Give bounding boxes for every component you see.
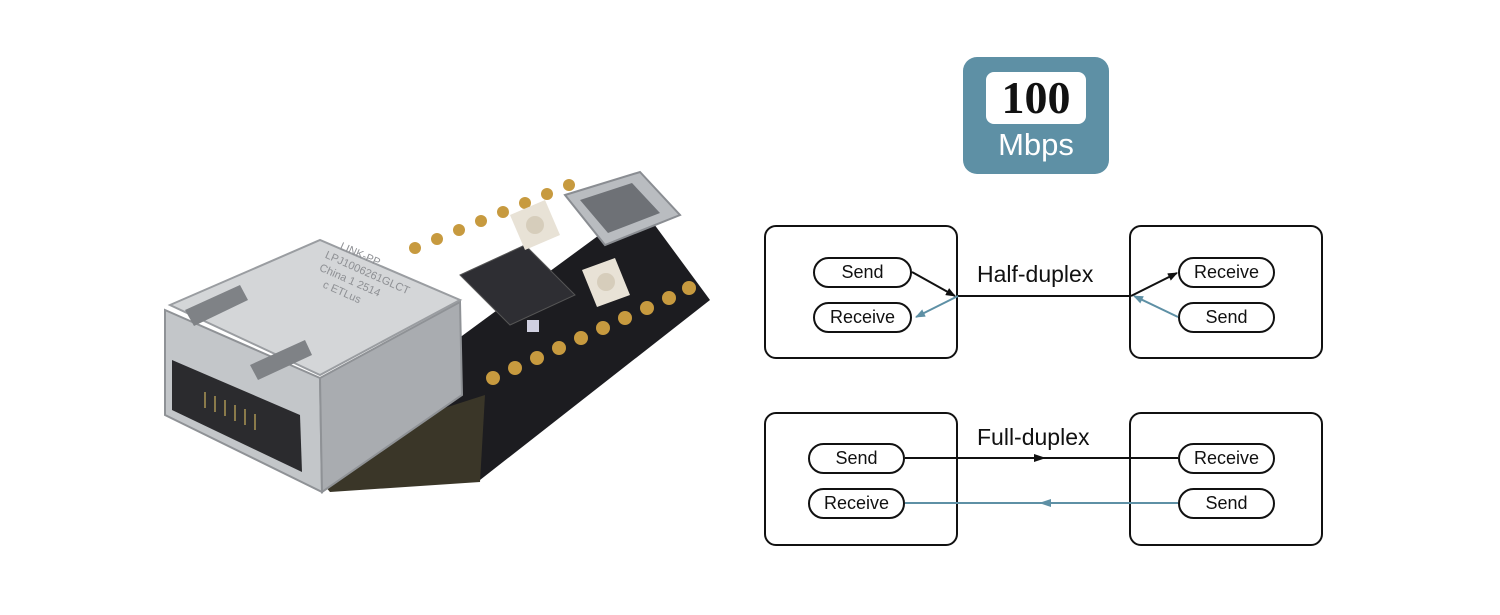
full-duplex-left-send: Send <box>808 443 905 474</box>
half-duplex-left-receive: Receive <box>813 302 912 333</box>
header-pins-top <box>409 179 575 254</box>
full-duplex-left-device <box>764 412 958 546</box>
full-duplex-right-device <box>1129 412 1323 546</box>
status-led <box>527 320 539 332</box>
half-duplex-right-receive-arrow <box>1130 272 1178 297</box>
half-duplex-right-receive: Receive <box>1178 257 1275 288</box>
rj45-contacts <box>204 392 256 430</box>
boot-button-cap <box>597 273 615 291</box>
speed-badge-value: 100 <box>986 72 1086 124</box>
rj45-shield-side <box>318 300 464 494</box>
half-duplex-title: Half-duplex <box>977 261 1094 287</box>
full-duplex-title: Full-duplex <box>977 424 1090 450</box>
rj45-latch-left <box>185 285 248 326</box>
full-duplex-right-send: Send <box>1178 488 1275 519</box>
reset-button-cap <box>526 216 544 234</box>
half-duplex-left-receive-arrow <box>915 295 959 318</box>
full-duplex-right-receive: Receive <box>1178 443 1275 474</box>
speed-badge-unit: Mbps <box>998 127 1074 162</box>
rj45-latch-right <box>250 340 312 380</box>
half-duplex-left-device <box>764 225 958 359</box>
speed-badge: 100 Mbps <box>963 57 1109 174</box>
microcontroller-chip <box>459 244 576 326</box>
rj45-port-opening <box>172 360 302 472</box>
half-duplex-right-send-arrow <box>1133 295 1179 318</box>
half-duplex-right-device <box>1129 225 1323 359</box>
rj45-shield-top <box>167 238 463 377</box>
half-duplex-left-send-arrow <box>911 271 956 297</box>
header-pins-bottom <box>486 281 696 385</box>
half-duplex-left-send: Send <box>813 257 912 288</box>
usb-c-port <box>580 183 660 233</box>
half-duplex-right-send: Send <box>1178 302 1275 333</box>
full-duplex-left-receive: Receive <box>808 488 905 519</box>
